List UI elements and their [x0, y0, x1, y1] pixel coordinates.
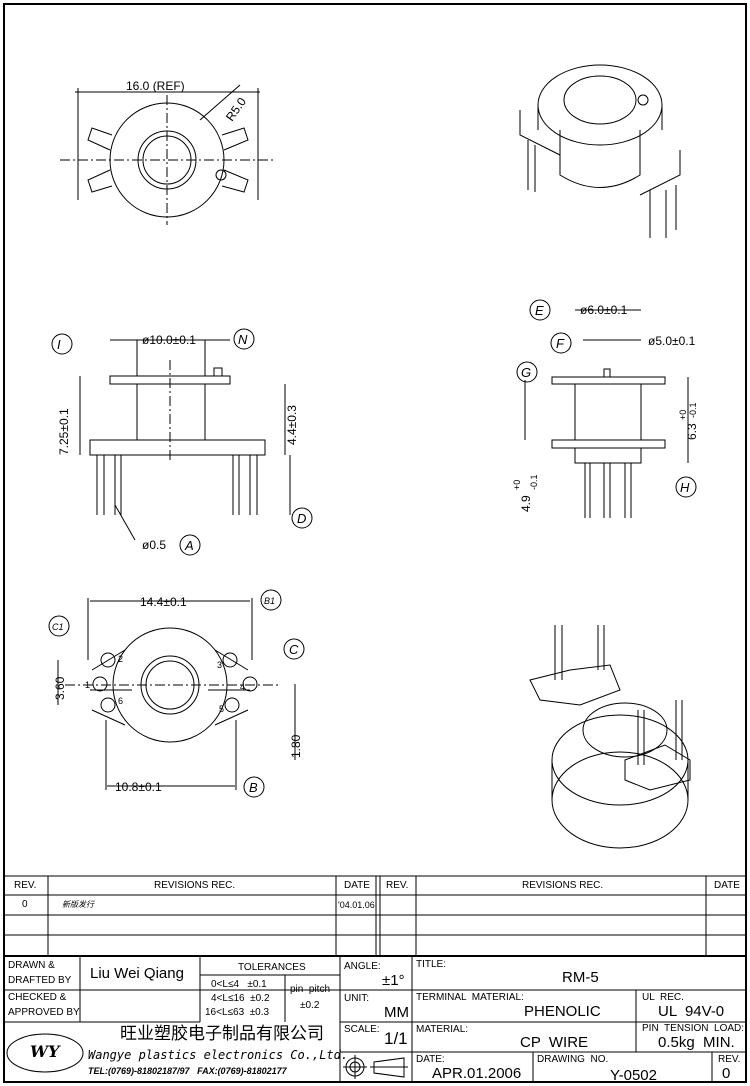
front-pin-dia-dim: ø0.5 [142, 538, 166, 552]
rev-value: 0 [722, 1065, 731, 1082]
title-block-lines [4, 956, 746, 1082]
callout-C: C [289, 642, 299, 657]
front-flange-dim: 4.4±0.3 [285, 405, 299, 445]
callout-D: D [297, 511, 306, 526]
tolerance-row-2: 4<L≤16 ±0.2 [211, 993, 270, 1004]
pin-pitch-value: ±0.2 [300, 1000, 320, 1011]
callout-B1: B1 [264, 596, 275, 606]
scale-value: 1/1 [384, 1029, 408, 1048]
angle-label: ANGLE: [344, 961, 381, 972]
title-label: TITLE: [416, 959, 447, 970]
callout-F: F [556, 336, 565, 351]
front-dia-dim: ø10.0±0.1 [142, 333, 196, 347]
sheet-border [3, 3, 747, 1083]
rev-0: 0 [22, 899, 28, 910]
top-view: 16.0 (REF) R5.0 [60, 79, 275, 225]
rec-header-left: REVISIONS REC. [154, 880, 236, 891]
callout-N: N [238, 332, 248, 347]
isometric-view-bottom [529, 625, 691, 849]
side-height-tol-plus: +0 [678, 410, 688, 420]
checked-label: CHECKED & [8, 992, 67, 1003]
callout-A: A [184, 538, 194, 553]
callout-H: H [680, 480, 690, 495]
bottom-left-dim: 3.60 [53, 676, 67, 700]
pin-1: 1 [85, 680, 90, 690]
rev-header-left: REV. [14, 880, 37, 891]
rev-0-date: '04.01.06 [338, 900, 375, 910]
approved-label: APPROVED BY [8, 1007, 80, 1018]
pin-6: 6 [118, 696, 123, 706]
material-label: MATERIAL: [416, 1024, 469, 1035]
title-value: RM-5 [562, 969, 599, 986]
material-value: CP WIRE [520, 1034, 589, 1051]
terminal-material-label: TERMINAL MATERIAL: [416, 992, 524, 1003]
date-header-right: DATE [714, 880, 740, 891]
rec-header-right: REVISIONS REC. [522, 880, 604, 891]
callout-C1: C1 [52, 622, 64, 632]
rev-header-right: REV. [386, 880, 409, 891]
callout-G: G [521, 365, 531, 380]
side-pin-tol-plus: +0 [512, 480, 522, 490]
pin-2: 2 [118, 654, 123, 664]
scale-label: SCALE: [344, 1024, 380, 1035]
bottom-view: 14.4±0.1 10.8±0.1 3.60 1.80 C1 B1 C B 1 … [48, 589, 305, 798]
pin-tension-label: PIN TENSION LOAD: [642, 1023, 745, 1034]
side-height-dim: 6.3 [685, 423, 699, 440]
revision-table-lines [4, 875, 746, 957]
bottom-right-dim: 1.80 [289, 734, 303, 758]
company-contact: TEL:(0769)-81802187/97 FAX:(0769)-818021… [88, 1066, 287, 1076]
unit-value: MM [384, 1004, 409, 1021]
company-name-en: Wangye plastics electronics Co.,Ltd. [88, 1048, 349, 1062]
drawn-by-value: Liu Wei Qiang [90, 965, 184, 982]
ul-label: UL REC. [642, 992, 684, 1003]
callout-E: E [535, 303, 544, 318]
callout-I: I [57, 337, 61, 352]
side-dia-outer: ø6.0±0.1 [580, 303, 628, 317]
top-width-dim: 16.0 (REF) [126, 79, 185, 93]
date-value: APR.01.2006 [432, 1065, 522, 1082]
drafted-label: DRAFTED BY [8, 975, 72, 986]
pin-4: 4 [240, 682, 245, 692]
date-label: DATE: [416, 1054, 445, 1065]
drawn-label: DRAWN & [8, 960, 55, 971]
pin-3: 3 [217, 660, 222, 670]
date-header-left: DATE [344, 880, 370, 891]
front-view: ø10.0±0.1 7.25±0.1 4.4±0.3 ø0.5 I N A D [51, 328, 313, 556]
tolerance-row-3: 16<L≤63 ±0.3 [205, 1007, 270, 1018]
top-radius-dim: R5.0 [223, 95, 249, 124]
bottom-bottom-dim: 10.8±0.1 [115, 780, 162, 794]
angle-value: ±1° [382, 972, 405, 989]
side-pin-dim: 4.9 [519, 495, 533, 512]
bottom-top-dim: 14.4±0.1 [140, 595, 187, 609]
pin-5: 5 [219, 704, 224, 714]
company-name-cn: 旺业塑胶电子制品有限公司 [120, 1024, 324, 1044]
third-angle-projection-icon [343, 1055, 408, 1079]
pin-pitch-label: pin pitch [290, 984, 331, 995]
rev-0-rec: 新版发行 [62, 900, 94, 909]
isometric-view-top [519, 64, 681, 238]
ul-value: UL 94V-0 [658, 1003, 725, 1020]
side-pin-tol-minus: -0.1 [529, 474, 539, 490]
company-logo: WY [30, 1042, 60, 1061]
terminal-material-value: PHENOLIC [524, 1003, 601, 1020]
front-height-dim: 7.25±0.1 [57, 408, 71, 455]
tolerance-row-1: 0<L≤4 ±0.1 [211, 979, 267, 990]
rev-label: REV. [718, 1054, 741, 1065]
drawing-no-value: Y-0502 [610, 1067, 657, 1084]
callout-B: B [249, 780, 258, 795]
side-height-tol-minus: -0.1 [688, 402, 698, 418]
drawing-no-label: DRAWING NO. [537, 1054, 609, 1065]
side-view: ø6.0±0.1 ø5.0±0.1 6.3 +0 -0.1 4.9 +0 -0.… [512, 299, 699, 518]
tolerances-label: TOLERANCES [238, 962, 306, 973]
side-dia-inner: ø5.0±0.1 [648, 334, 696, 348]
pin-tension-value: 0.5kg MIN. [658, 1034, 735, 1051]
unit-label: UNIT: [344, 993, 369, 1004]
